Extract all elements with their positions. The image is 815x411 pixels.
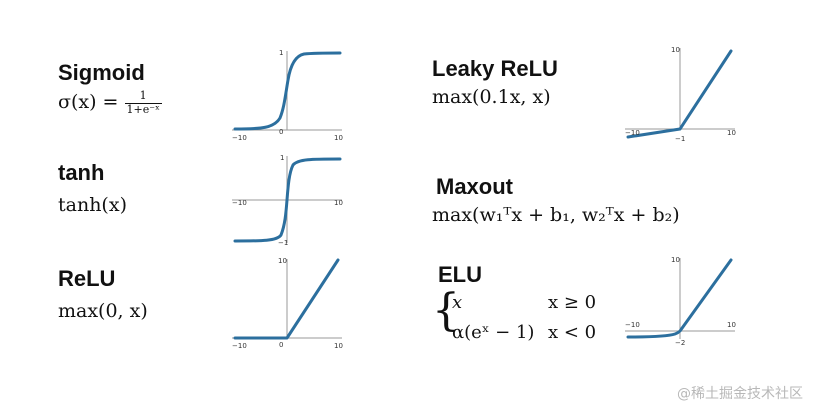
relu-tick-y-origin: 0 xyxy=(279,341,283,349)
leaky-relu-tick-y-origin: −1 xyxy=(675,135,685,143)
tanh-plot: −10 10 1 −1 xyxy=(232,153,344,248)
tanh-tick-x-right: 10 xyxy=(334,199,343,207)
elu-case-2: α(eˣ − 1) xyxy=(452,322,535,343)
leaky-relu-plot: −10 10 10 −1 xyxy=(625,45,737,145)
elu-tick-x-right: 10 xyxy=(727,321,736,329)
tanh-curve xyxy=(233,157,342,243)
elu-case-1: x xyxy=(452,292,462,313)
relu-tick-x-left: −10 xyxy=(232,342,247,350)
sigmoid-svg: −10 10 1 0 xyxy=(232,49,343,142)
relu-tick-y-top: 10 xyxy=(278,257,287,265)
sigmoid-curve xyxy=(233,51,342,131)
maxout-formula: max(w₁ᵀx + b₁, w₂ᵀx + b₂) xyxy=(432,204,680,226)
leaky-relu-title: Leaky ReLU xyxy=(432,56,558,81)
elu-svg: −10 10 10 −2 xyxy=(625,256,736,347)
elu-plot: −10 10 10 −2 xyxy=(625,255,737,355)
maxout-title: Maxout xyxy=(436,174,513,199)
relu-curve xyxy=(233,258,340,340)
tanh-formula: tanh(x) xyxy=(58,194,127,216)
elu-brace: { xyxy=(432,285,460,336)
sigmoid-tick-x-left: −10 xyxy=(232,134,247,142)
sigmoid-tick-x-right: 10 xyxy=(334,134,343,142)
tanh-tick-x-left: −10 xyxy=(232,199,247,207)
leaky-relu-tick-x-right: 10 xyxy=(727,129,736,137)
sigmoid-numerator: 1 xyxy=(124,89,162,104)
elu-case-1-cond: x ≥ 0 xyxy=(548,292,597,313)
tanh-title: tanh xyxy=(58,160,105,185)
elu-case-1-expr: x xyxy=(452,292,463,313)
leaky-relu-tick-y-top: 10 xyxy=(671,46,680,54)
tanh-tick-y-bottom: −1 xyxy=(278,239,288,247)
leaky-relu-curve xyxy=(626,49,733,139)
sigmoid-denominator: 1+e⁻ˣ xyxy=(126,102,160,116)
relu-svg: −10 10 10 0 xyxy=(232,257,343,350)
sigmoid-lhs: σ(x) = xyxy=(58,91,119,114)
relu-formula: max(0, x) xyxy=(58,300,148,322)
elu-case-2-cond: x < 0 xyxy=(548,322,597,343)
elu-tick-y-top: 10 xyxy=(671,256,680,264)
leaky-relu-tick-x-left: −10 xyxy=(625,129,640,137)
leaky-relu-svg: −10 10 10 −1 xyxy=(625,46,736,143)
sigmoid-tick-y-top: 1 xyxy=(279,49,283,57)
leaky-relu-formula: max(0.1x, x) xyxy=(432,86,551,108)
relu-tick-x-right: 10 xyxy=(334,342,343,350)
sigmoid-tick-y-origin: 0 xyxy=(279,128,283,136)
elu-curve xyxy=(626,258,733,339)
sigmoid-title: Sigmoid xyxy=(58,60,145,85)
watermark: @稀土掘金技术社区 xyxy=(677,386,803,402)
elu-title: ELU xyxy=(438,262,482,287)
sigmoid-formula: σ(x) = 1 1+e⁻ˣ xyxy=(58,89,162,116)
elu-tick-y-origin: −2 xyxy=(675,339,685,347)
relu-plot: −10 10 10 0 xyxy=(232,256,344,351)
tanh-svg: −10 10 1 −1 xyxy=(232,154,343,247)
sigmoid-fraction: 1 1+e⁻ˣ xyxy=(124,89,162,116)
relu-title: ReLU xyxy=(58,266,116,291)
tanh-tick-y-top: 1 xyxy=(280,154,284,162)
sigmoid-plot: −10 10 1 0 xyxy=(232,48,344,143)
elu-tick-x-left: −10 xyxy=(625,321,640,329)
